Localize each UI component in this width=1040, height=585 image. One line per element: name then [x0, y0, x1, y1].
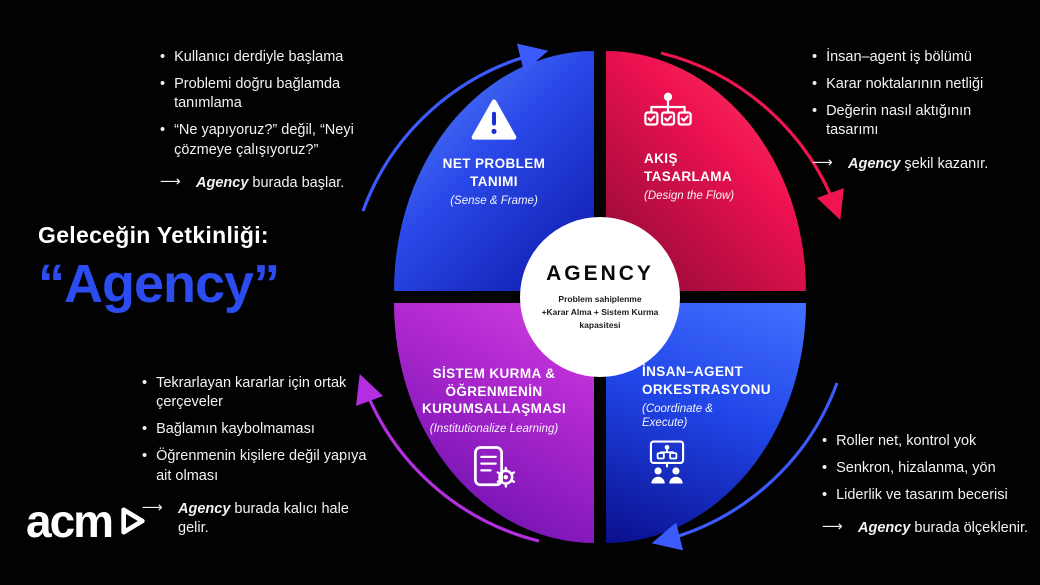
board-people-icon — [642, 440, 692, 485]
long-arrow-icon: ⟶ — [822, 519, 843, 536]
bullet-icon: • — [822, 487, 828, 504]
arrow-note: ⟶ Agency burada kalıcı hale gelir. — [142, 499, 349, 536]
list-item: • İnsan–agent iş bölümü — [812, 48, 1026, 67]
bullet-icon: • — [812, 49, 818, 65]
list-item: • Liderlik ve tasarım becerisi — [822, 486, 1034, 505]
play-outline-icon — [119, 504, 147, 538]
quadrant-title: AKIŞ TASARLAMA — [644, 151, 733, 184]
list-item: • Bağlamın kaybolmaması — [142, 420, 376, 439]
notes-flow: • İnsan–agent iş bölümü • Karar noktalar… — [812, 48, 1026, 174]
notes-system: • Tekrarlayan kararlar için ortak çerçev… — [142, 374, 376, 538]
bullet-icon: • — [142, 375, 148, 391]
quadrant-subtitle: (Institutionalize Learning) — [429, 422, 559, 435]
list-item: • Senkron, hizalanma, yön — [822, 459, 1034, 478]
bullet-icon: • — [160, 49, 166, 65]
notes-orchestration: • Roller net, kontrol yok • Senkron, hiz… — [822, 432, 1034, 539]
warning-triangle-icon — [471, 99, 517, 141]
arrow-note: ⟶ Agency burada başlar. — [160, 173, 345, 191]
arrow-note: ⟶ Agency burada ölçeklenir. — [822, 519, 1029, 537]
bullet-icon: • — [142, 421, 148, 438]
list-item: • Kullanıcı derdiyle başlama — [160, 48, 386, 67]
acm-logo-text: acm — [26, 495, 114, 547]
bullet-icon: • — [142, 448, 148, 465]
flow-diagram-icon — [644, 91, 692, 134]
acm-logo: acm — [26, 498, 147, 544]
arrow-note: ⟶ Agency şekil kazanır. — [812, 154, 989, 172]
quadrant-title: NET PROBLEM TANIMI — [442, 156, 546, 189]
headline-block: Geleceğin Yetkinliği: “Agency” — [38, 222, 280, 314]
bullet-icon: • — [160, 122, 166, 139]
list-item: • Tekrarlayan kararlar için ortak çerçev… — [142, 374, 376, 412]
list-item: • Problemi doğru bağlamda tanımlama — [160, 75, 386, 113]
bullet-icon: • — [812, 76, 818, 93]
long-arrow-icon: ⟶ — [142, 499, 163, 516]
list-item: • Değerin nasıl aktığının tasarımı — [812, 102, 1026, 140]
list-item: • “Ne yapıyoruz?” değil, “Neyi çözmeye ç… — [160, 121, 386, 159]
bullet-icon: • — [822, 433, 828, 449]
quadrant-title: İNSAN–AGENT ORKESTRASYONU — [642, 364, 771, 397]
notes-problem: • Kullanıcı derdiyle başlama • Problemi … — [160, 48, 386, 193]
center-subtitle: Problem sahiplenme +Karar Alma + Sistem … — [541, 294, 659, 330]
bullet-icon: • — [160, 76, 166, 93]
quadrant-title: SİSTEM KURMA & ÖĞRENMENİN KURUMSALLAŞMAS… — [422, 366, 566, 417]
headline-title: “Agency” — [38, 254, 280, 314]
quadrant-subtitle: (Coordinate & Execute) — [642, 403, 713, 430]
list-item: • Roller net, kontrol yok — [822, 432, 1034, 451]
headline-kicker: Geleceğin Yetkinliği: — [38, 222, 269, 248]
center-circle: AGENCY Problem sahiplenme +Karar Alma + … — [520, 217, 680, 377]
long-arrow-icon: ⟶ — [160, 173, 181, 190]
list-item: • Karar noktalarının netliği — [812, 75, 1026, 94]
bullet-icon: • — [812, 103, 818, 120]
center-title: AGENCY — [546, 262, 654, 286]
quadrant-subtitle: (Sense & Frame) — [450, 195, 538, 208]
long-arrow-icon: ⟶ — [812, 154, 833, 171]
quadrant-subtitle: (Design the Flow) — [644, 190, 735, 203]
checklist-gear-icon — [471, 445, 517, 489]
bullet-icon: • — [822, 460, 828, 477]
list-item: • Öğrenmenin kişilere değil yapıya ait o… — [142, 447, 376, 485]
